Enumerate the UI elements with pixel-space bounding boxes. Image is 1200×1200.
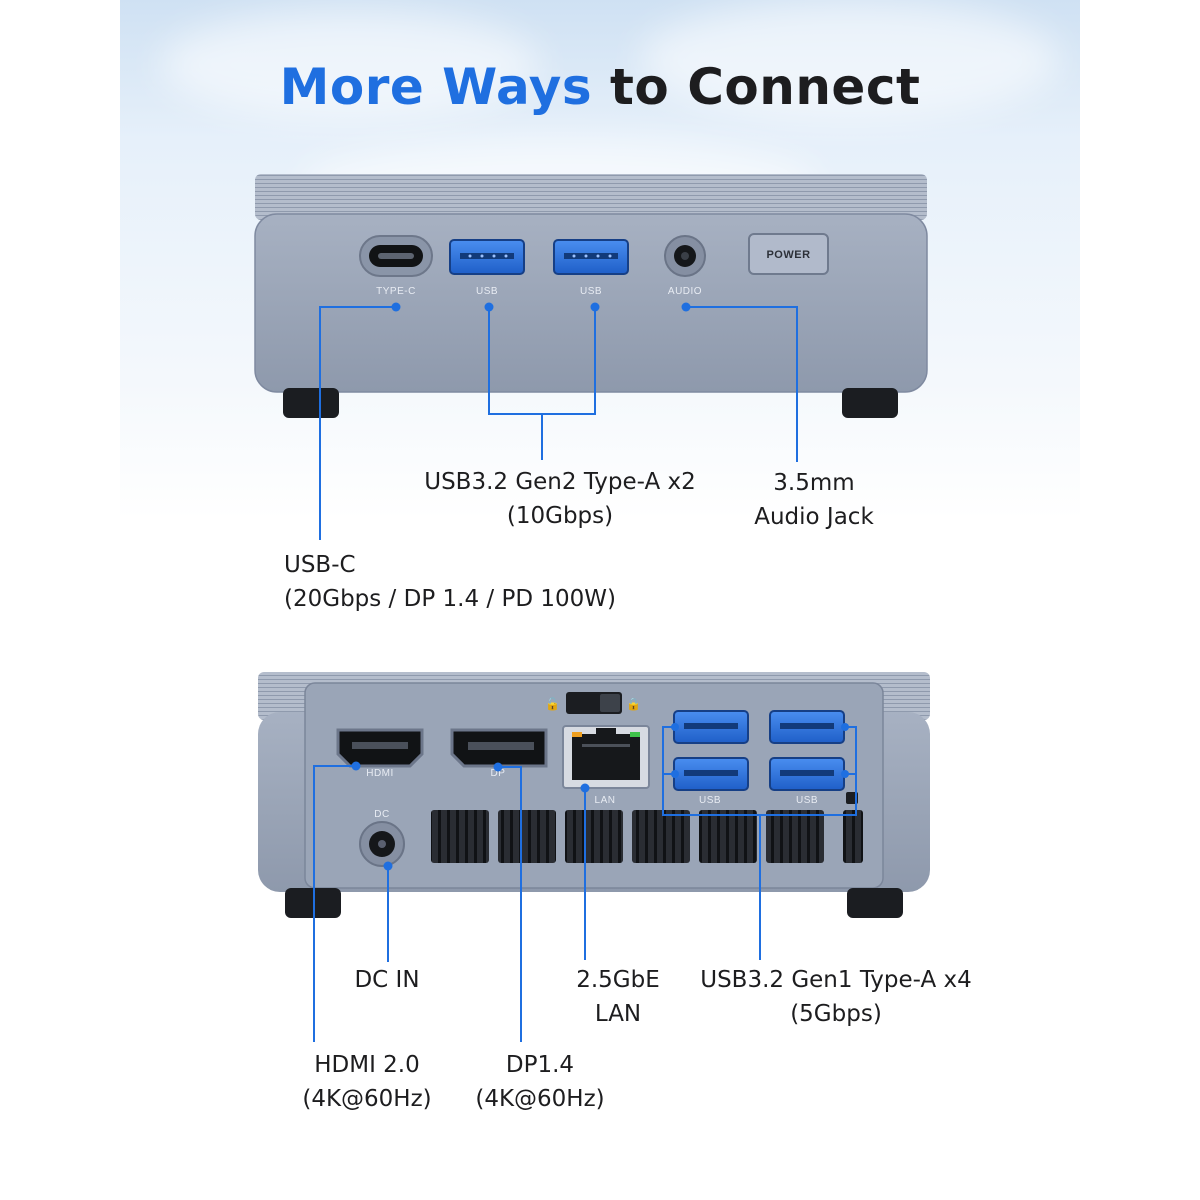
dp-callout-title: DP1.4 [505,1052,575,1078]
dc-port-label: DC [374,809,389,820]
vent-grille [766,810,824,863]
front-usb-label-1: USB [476,286,498,297]
kensington-lock [846,792,858,804]
vent-grille [699,810,757,863]
audio-callout-title: 3.5mm [773,470,855,496]
hdmi-callout: HDMI 2.0 (4K@60Hz) [283,1048,451,1116]
front-foot-left [283,388,339,418]
usb-a-front-title: USB3.2 Gen2 Type-A x2 [424,469,696,495]
lan-callout-subtitle: LAN [594,1001,642,1027]
vent-grille [498,810,556,863]
audio-port-label: AUDIO [668,286,702,297]
lan-callout: 2.5GbE LAN [548,963,688,1031]
vent-grille [843,810,863,863]
power-button [748,233,829,275]
vent-grille [565,810,623,863]
dc-in-title: DC IN [354,967,420,993]
vent-grille [632,810,690,863]
usb-a-rear-speed: (5Gbps) [790,1001,882,1027]
rear-foot-left [285,888,341,918]
unlock-icon: 🔓 [545,697,560,711]
hdmi-port-label: HDMI [366,768,394,779]
rear-foot-right [847,888,903,918]
hdmi-callout-spec: (4K@60Hz) [302,1086,432,1112]
headline-rest: to Connect [610,58,921,116]
dc-in-callout: DC IN [322,963,452,997]
lan-port-label: LAN [595,795,616,806]
dp-callout-spec: (4K@60Hz) [475,1086,605,1112]
audio-callout: 3.5mm Audio Jack [724,466,904,534]
dp-callout: DP1.4 (4K@60Hz) [456,1048,624,1116]
usb-c-callout-specs: (20Gbps / DP 1.4 / PD 100W) [284,586,616,612]
usb-a-front-callout: USB3.2 Gen2 Type-A x2 (10Gbps) [400,465,720,533]
front-usb-label-2: USB [580,286,602,297]
power-button-label: POWER [766,249,810,261]
left-margin [0,0,120,1200]
usb-c-callout-title: USB-C [284,552,356,578]
type-c-port-label: TYPE-C [376,286,416,297]
rear-usb-label-1: USB [699,795,721,806]
front-chassis-top [255,174,927,220]
front-device: TYPE-C USB USB AUDIO POWER [254,174,928,418]
usb-a-rear-callout: USB3.2 Gen1 Type-A x4 (5Gbps) [680,963,992,1031]
sky-cloud [160,10,540,120]
right-margin [1080,0,1200,1200]
rear-usb-label-2: USB [796,795,818,806]
usb-c-callout: USB-C (20Gbps / DP 1.4 / PD 100W) [284,548,704,616]
usb-a-front-speed: (10Gbps) [506,503,614,529]
lock-icon: 🔒 [626,697,641,711]
hdmi-callout-title: HDMI 2.0 [314,1052,420,1078]
lan-callout-title: 2.5GbE [576,967,660,993]
sky-cloud [640,0,1060,120]
headline-accent: More Ways [279,58,593,116]
headline: More Ways to Connect [0,58,1200,116]
vent-grille [431,810,489,863]
rear-device: 🔓 🔒 HDMI DP LAN USB [258,672,930,918]
front-foot-right [842,388,898,418]
audio-callout-subtitle: Audio Jack [754,504,874,530]
dp-port-label: DP [491,768,506,779]
usb-a-rear-title: USB3.2 Gen1 Type-A x4 [700,967,972,993]
